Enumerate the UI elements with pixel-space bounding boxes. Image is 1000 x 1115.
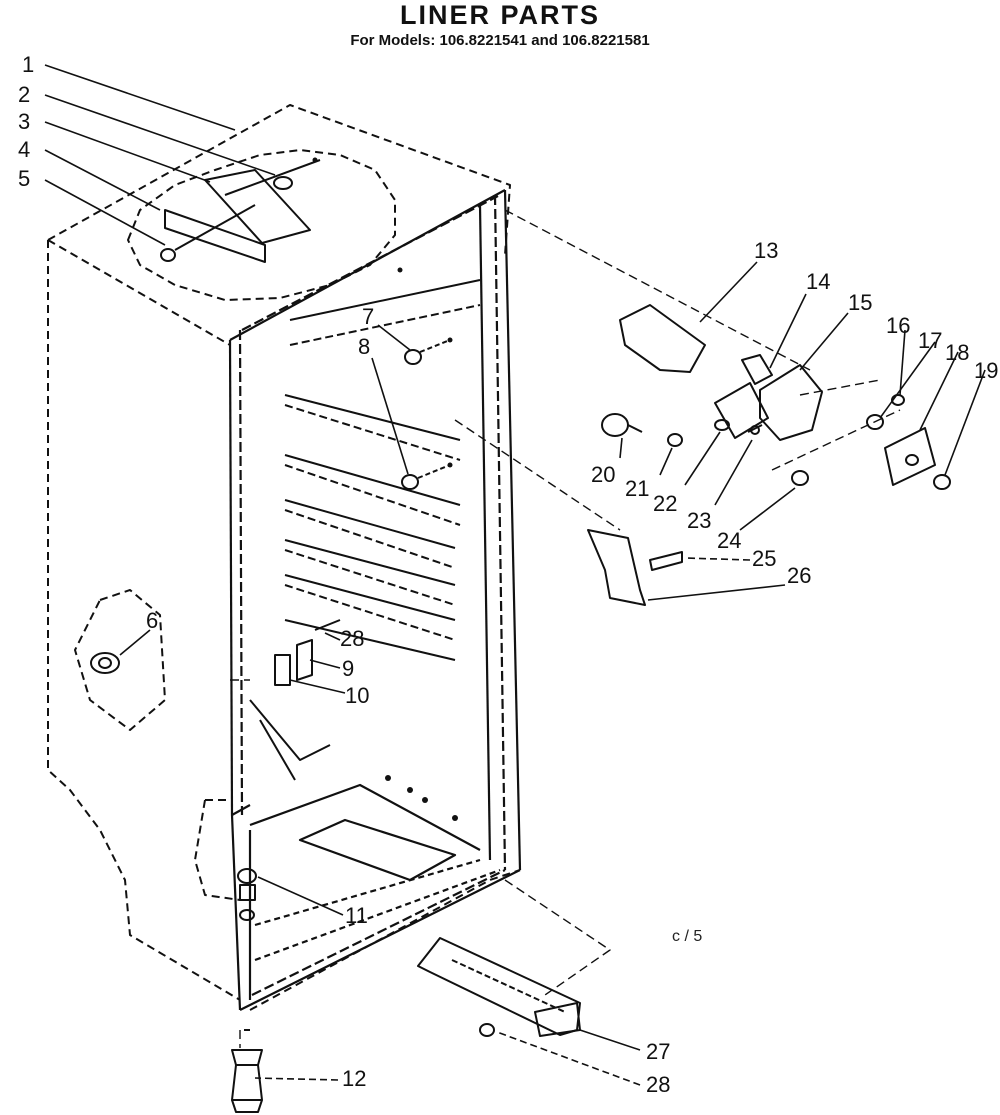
diagram-title-block: LINER PARTS For Models: 106.8221541 and …: [0, 0, 1000, 50]
small-parts: [90, 339, 451, 1113]
callout-9: 9: [342, 656, 355, 681]
callout-7: 7: [362, 304, 375, 329]
cabinet-outline: [47, 104, 521, 1011]
shelf-rails: [249, 279, 481, 781]
callout-8: 8: [358, 334, 371, 359]
callout-28-upper: 28: [340, 626, 365, 651]
callout-23: 23: [687, 508, 712, 533]
toe-grille: [417, 937, 581, 1037]
callout-3: 3: [18, 109, 31, 134]
control-assembly: [587, 304, 951, 606]
page-subtitle: For Models: 106.8221541 and 106.8221581: [350, 32, 650, 49]
page-title: LINER PARTS: [399, 0, 600, 30]
callout-1: 1: [22, 52, 35, 77]
callout-16: 16: [886, 313, 911, 338]
mounting-holes: [312, 157, 458, 821]
callout-19: 19: [974, 358, 999, 383]
callout-28-lower: 28: [646, 1072, 671, 1097]
phantom-lines: [230, 209, 901, 1048]
callout-2: 2: [18, 82, 31, 107]
callout-11: 11: [345, 903, 368, 928]
callout-4: 4: [18, 137, 31, 162]
callout-10: 10: [345, 683, 370, 708]
callout-24: 24: [717, 528, 742, 553]
callout-26: 26: [787, 563, 812, 588]
callout-21: 21: [625, 476, 650, 501]
callout-15: 15: [848, 290, 873, 315]
callout-22: 22: [653, 491, 678, 516]
callout-6: 6: [146, 608, 159, 633]
callout-13: 13: [754, 238, 779, 263]
callout-5: 5: [18, 166, 31, 191]
callout-17: 17: [918, 328, 943, 353]
callout-18: 18: [945, 340, 970, 365]
callout-27: 27: [646, 1039, 671, 1064]
callout-20: 20: [591, 462, 616, 487]
callout-14: 14: [806, 269, 831, 294]
callout-25: 25: [752, 546, 777, 571]
leader-lines: [44, 64, 986, 1086]
top-parts: [160, 159, 321, 263]
liner-body: [228, 189, 522, 1011]
page-note: c / 5: [672, 928, 703, 945]
callout-12: 12: [342, 1066, 367, 1091]
